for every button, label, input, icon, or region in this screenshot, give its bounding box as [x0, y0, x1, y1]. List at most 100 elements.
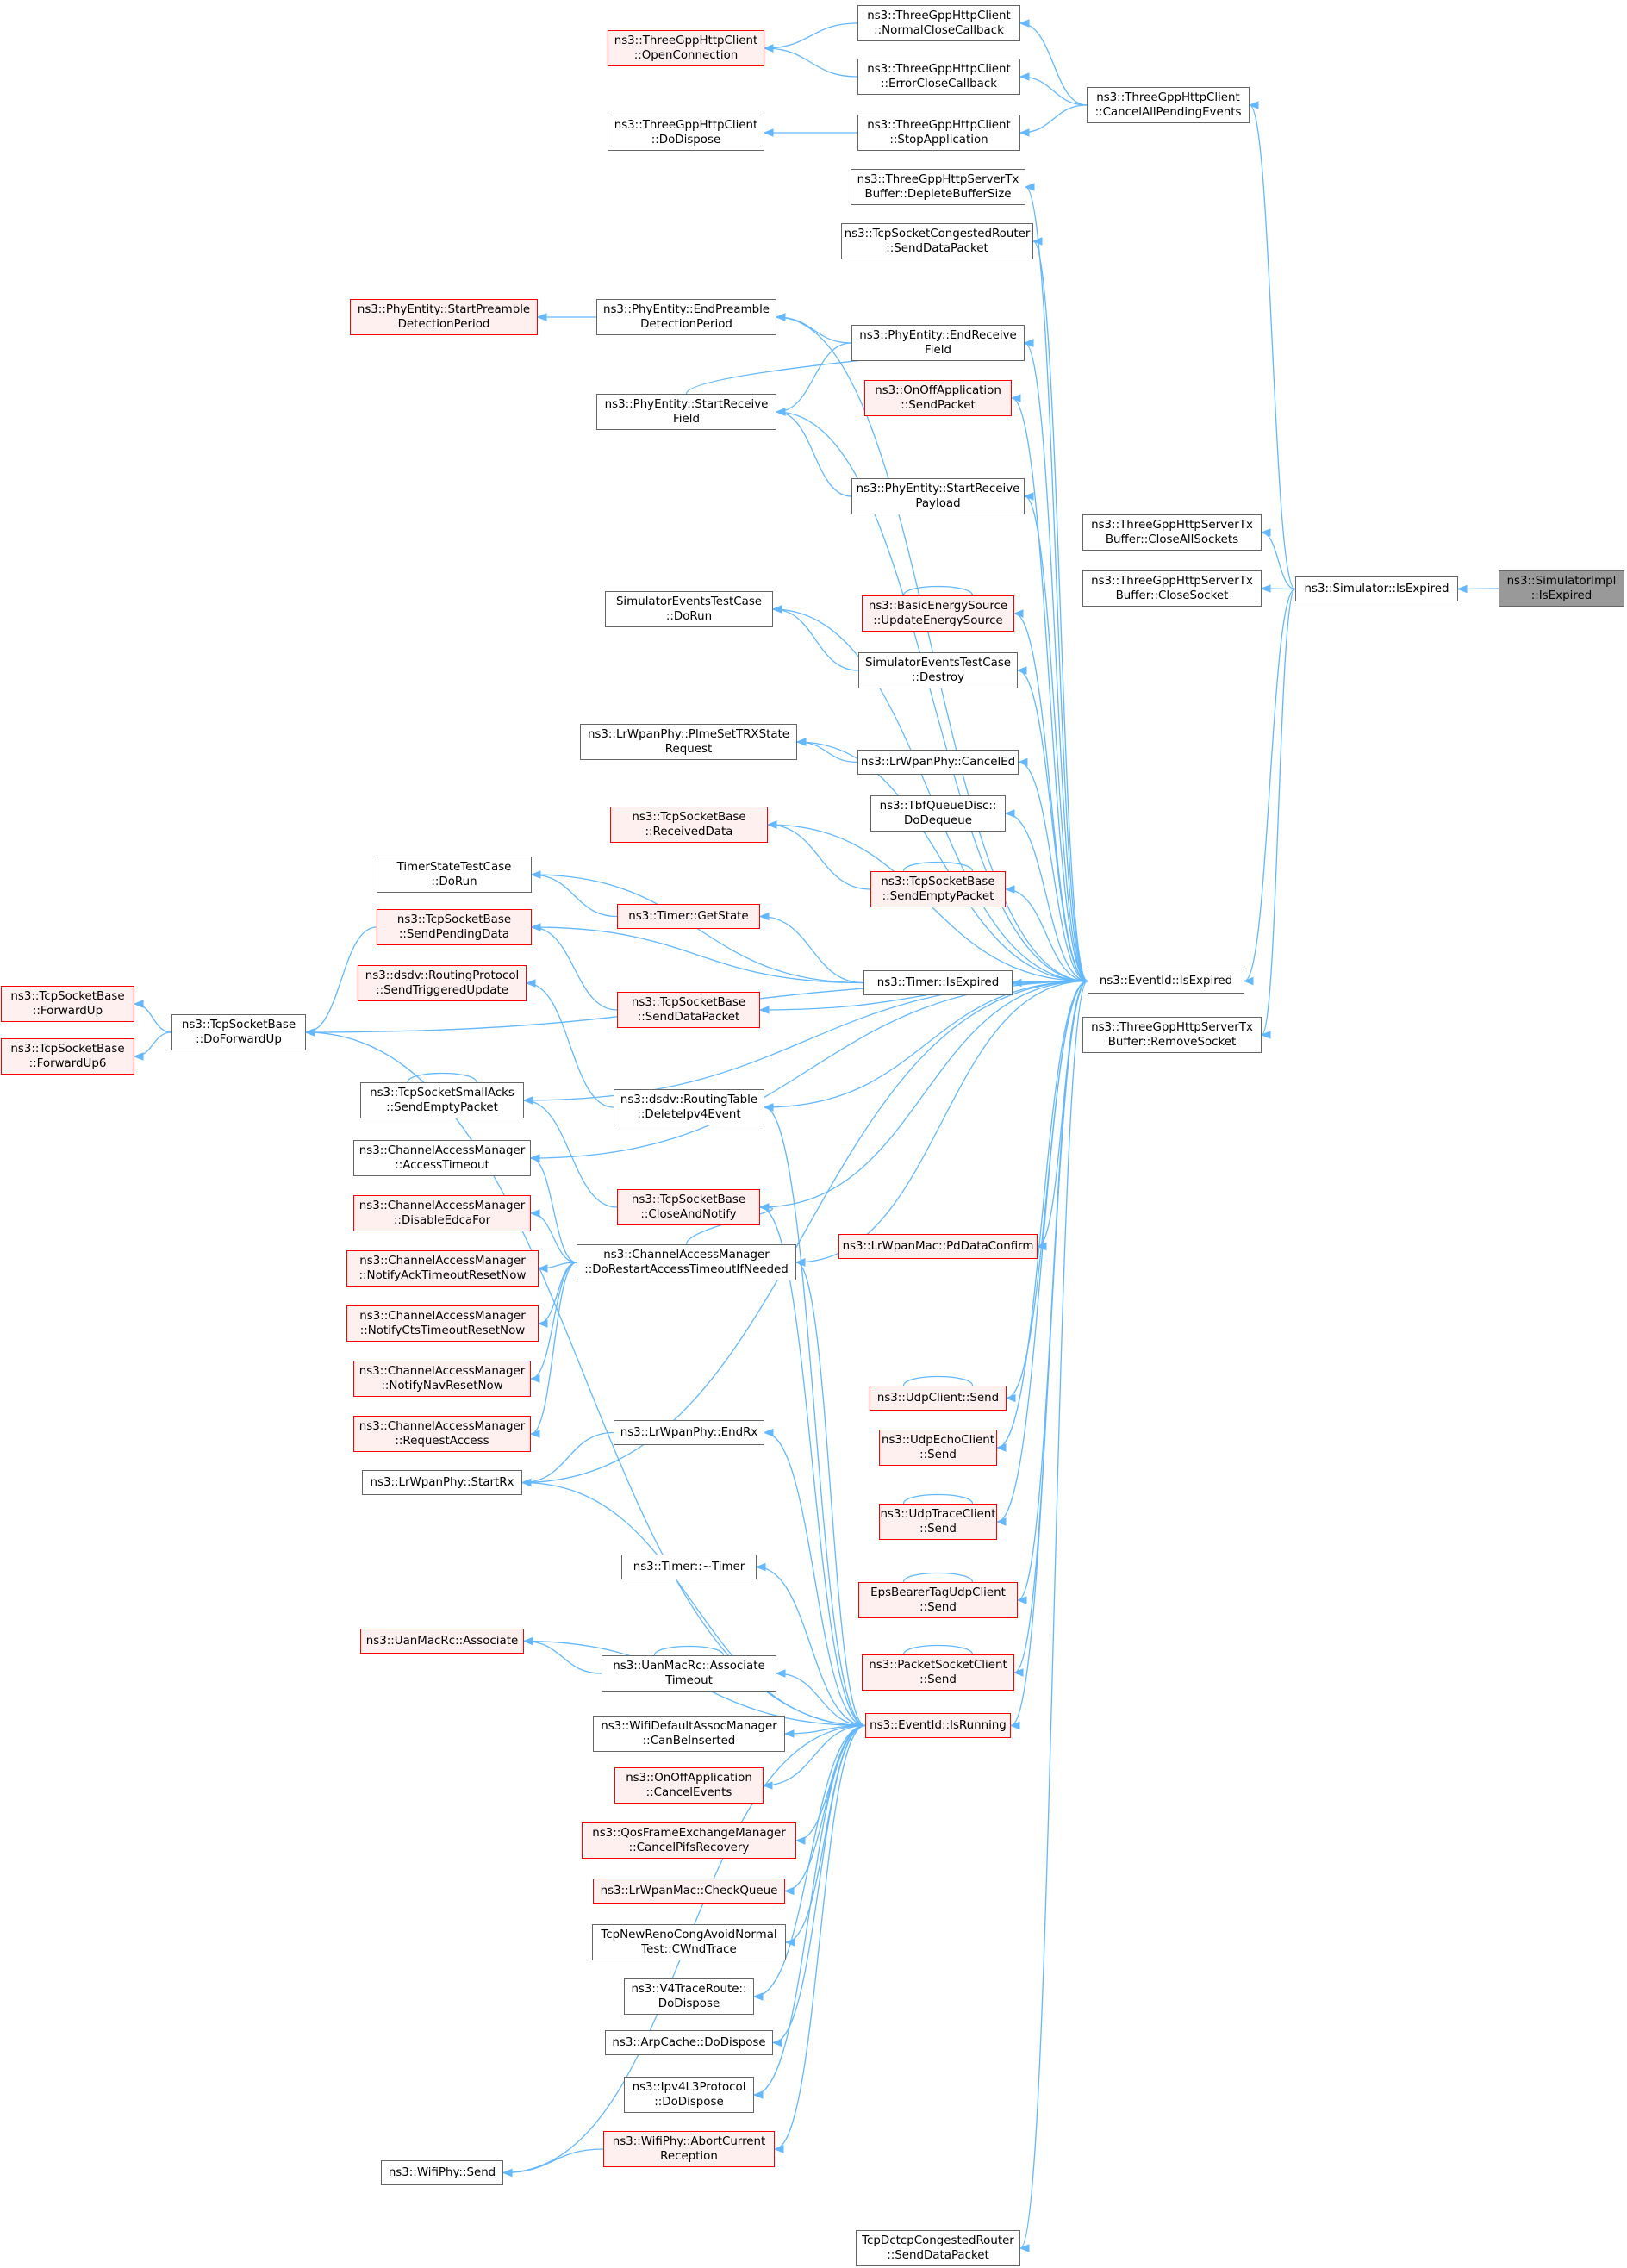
node-accesstimeout[interactable]: ns3::ChannelAccessManager::AccessTimeout	[353, 1140, 531, 1176]
edge-accesstimeout-to-dorestart	[530, 1157, 577, 1263]
node-startrx[interactable]: ns3::LrWpanPhy::StartRx	[362, 1470, 522, 1495]
edge-startpay-to-event	[1024, 495, 1088, 982]
node-wifidefault[interactable]: ns3::WifiDefaultAssocManager::CanBeInser…	[593, 1716, 785, 1752]
node-fwdup[interactable]: ns3::TcpSocketBase::ForwardUp	[1, 986, 134, 1022]
node-pddata[interactable]: ns3::LrWpanMac::PdDataConfirm	[838, 1234, 1038, 1259]
node-dctcp[interactable]: TcpDctcpCongestedRouter::SendDataPacket	[856, 2230, 1020, 2266]
node-dodispose[interactable]: ns3::ThreeGppHttpClient::DoDispose	[608, 115, 764, 151]
node-epsbearer[interactable]: EpsBearerTagUdpClient::Send	[858, 1582, 1018, 1618]
node-notifyack[interactable]: ns3::ChannelAccessManager::NotifyAckTime…	[346, 1250, 539, 1287]
node-packetsock[interactable]: ns3::PacketSocketClient::Send	[862, 1654, 1014, 1691]
node-smallacks[interactable]: ns3::TcpSocketSmallAcks::SendEmptyPacket	[360, 1082, 524, 1118]
edge-notifynav-to-dorestart	[530, 1262, 577, 1380]
node-udptrace[interactable]: ns3::UdpTraceClient::Send	[879, 1504, 997, 1540]
node-notifynav[interactable]: ns3::ChannelAccessManager::NotifyNavRese…	[353, 1361, 531, 1397]
node-endrx[interactable]: ns3::LrWpanPhy::EndRx	[614, 1420, 764, 1445]
node-recvdata[interactable]: ns3::TcpSocketBase::ReceivedData	[610, 807, 768, 843]
edge-startrx-to-event	[521, 980, 1088, 1484]
edge-arrowhead	[1260, 1031, 1271, 1039]
edge-arrowhead	[1248, 101, 1259, 109]
node-sendpend[interactable]: ns3::TcpSocketBase::SendPendingData	[377, 909, 532, 945]
node-wifisend[interactable]: ns3::WifiPhy::Send	[381, 2160, 503, 2185]
node-errorclose[interactable]: ns3::ThreeGppHttpClient::ErrorCloseCallb…	[857, 59, 1020, 95]
node-sim[interactable]: ns3::Simulator::IsExpired	[1295, 576, 1458, 601]
edge-arrowhead	[1260, 528, 1271, 537]
node-openconn[interactable]: ns3::ThreeGppHttpClient::OpenConnection	[608, 30, 764, 66]
node-basic[interactable]: ns3::BasicEnergySource::UpdateEnergySour…	[862, 595, 1014, 632]
node-qos[interactable]: ns3::QosFrameExchangeManager::CancelPifs…	[582, 1822, 796, 1859]
edge-timerrun-to-getstate	[531, 874, 618, 918]
node-simrun[interactable]: SimulatorEventsTestCase::DoRun	[605, 591, 773, 627]
edge-deleteipv4-to-event	[764, 980, 1088, 1108]
node-canceled[interactable]: ns3::LrWpanPhy::CancelEd	[857, 750, 1019, 775]
node-v4trace[interactable]: ns3::V4TraceRoute::DoDispose	[624, 1978, 754, 2015]
node-label-line: ::SendDataPacket	[886, 242, 988, 255]
node-timerrun[interactable]: TimerStateTestCase::DoRun	[377, 857, 532, 893]
node-label-line: ns3::ThreeGppHttpServerTx	[1091, 575, 1253, 588]
edge-arrowhead	[783, 1886, 795, 1896]
node-sendempty[interactable]: ns3::TcpSocketBase::SendEmptyPacket	[870, 871, 1006, 907]
node-closenotify[interactable]: ns3::TcpSocketBase::CloseAndNotify	[617, 1189, 760, 1225]
node-udpclient[interactable]: ns3::UdpClient::Send	[870, 1386, 1007, 1411]
node-label-line: ns3::UdpClient::Send	[876, 1392, 1000, 1405]
node-fwdup6[interactable]: ns3::TcpSocketBase::ForwardUp6	[1, 1038, 134, 1075]
node-label-line: ns3::LrWpanMac::PdDataConfirm	[842, 1240, 1034, 1253]
node-label-line: ns3::TcpSocketBase	[181, 1019, 296, 1031]
node-tbf[interactable]: ns3::TbfQueueDisc::DoDequeue	[870, 795, 1006, 832]
node-label-line: ns3::UanMacRc::Associate	[613, 1660, 765, 1673]
node-dofwd[interactable]: ns3::TcpSocketBase::DoForwardUp	[171, 1014, 306, 1050]
node-timerdtor[interactable]: ns3::Timer::~Timer	[621, 1555, 757, 1580]
node-onoffcancel[interactable]: ns3::OnOffApplication::CancelEvents	[614, 1767, 764, 1804]
edge-arrowhead	[775, 313, 786, 321]
edge-self-loop-basic	[902, 585, 974, 596]
node-onoffsend[interactable]: ns3::OnOffApplication::SendPacket	[864, 380, 1012, 416]
node-deleteipv4[interactable]: ns3::dsdv::RoutingTable::DeleteIpv4Event	[614, 1089, 764, 1125]
node-label-line: ::SendDataPacket	[887, 2249, 989, 2262]
node-senddata[interactable]: ns3::TcpSocketBase::SendDataPacket	[617, 992, 760, 1028]
node-disableedca[interactable]: ns3::ChannelAccessManager::DisableEdcaFo…	[353, 1195, 531, 1231]
node-label-line: ::AccessTimeout	[395, 1159, 489, 1172]
node-label-line: ns3::TcpSocketBase	[10, 990, 125, 1003]
node-normalclose[interactable]: ns3::ThreeGppHttpClient::NormalCloseCall…	[857, 5, 1020, 41]
edge-uantimeout-to-isrunning	[776, 1673, 866, 1727]
node-isrunning[interactable]: ns3::EventId::IsRunning	[865, 1713, 1011, 1738]
node-checkqueue[interactable]: ns3::LrWpanMac::CheckQueue	[593, 1879, 785, 1904]
edge-self-loop-smallacks	[407, 1072, 477, 1083]
node-tcpcong[interactable]: ns3::TcpSocketCongestedRouter::SendDataP…	[841, 223, 1033, 259]
edge-isrunning-to-event	[1010, 980, 1088, 1727]
node-event[interactable]: ns3::EventId::IsExpired	[1088, 969, 1244, 994]
edge-arrowhead	[1017, 757, 1028, 767]
node-label-line: ns3::LrWpanPhy::EndRx	[620, 1426, 758, 1439]
node-dorestart[interactable]: ns3::ChannelAccessManager::DoRestartAcce…	[577, 1244, 796, 1280]
node-timerexp[interactable]: ns3::Timer::IsExpired	[863, 970, 1013, 995]
edge-arrowhead	[763, 128, 774, 137]
node-uanassoc[interactable]: ns3::UanMacRc::Associate	[360, 1629, 524, 1654]
node-ipv4l3[interactable]: ns3::Ipv4L3Protocol::DoDispose	[624, 2077, 754, 2113]
node-arpcache[interactable]: ns3::ArpCache::DoDispose	[605, 2030, 773, 2055]
node-dsdvsend[interactable]: ns3::dsdv::RoutingProtocol::SendTriggere…	[358, 965, 527, 1001]
node-cancelall[interactable]: ns3::ThreeGppHttpClient::CancelAllPendin…	[1087, 87, 1250, 123]
node-label-line: DetectionPeriod	[640, 318, 732, 331]
node-getstate[interactable]: ns3::Timer::GetState	[617, 904, 760, 929]
edge-cancelall-to-sim	[1249, 104, 1296, 590]
node-simdes[interactable]: SimulatorEventsTestCase::Destroy	[858, 652, 1018, 688]
node-udpecho[interactable]: ns3::UdpEchoClient::Send	[879, 1430, 997, 1466]
node-notifycts[interactable]: ns3::ChannelAccessManager::NotifyCtsTime…	[346, 1305, 539, 1342]
node-stopapp[interactable]: ns3::ThreeGppHttpClient::StopApplication	[857, 115, 1020, 151]
node-reqaccess[interactable]: ns3::ChannelAccessManager::RequestAccess	[353, 1416, 531, 1452]
node-label-line: ::ForwardUp	[32, 1005, 103, 1018]
edge-cwnd-to-isrunning	[785, 1724, 866, 1943]
